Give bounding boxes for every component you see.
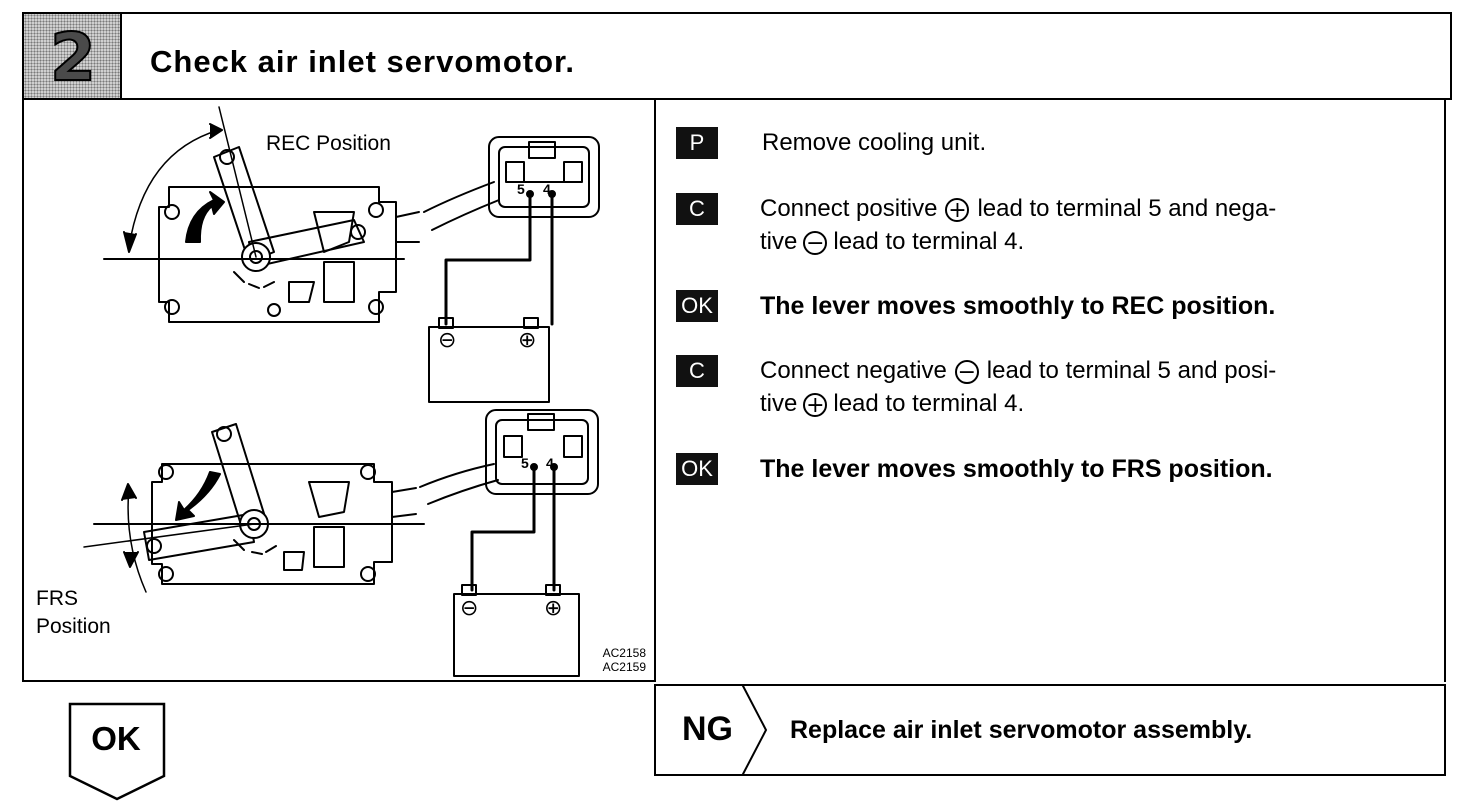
ng-chevron-divider xyxy=(741,684,768,776)
rec-battery-positive-icon: ⊕ xyxy=(518,328,537,353)
step-badge-ok1: OK xyxy=(676,290,718,322)
plus-symbol-icon: + xyxy=(803,392,828,417)
step-text-segment: Connect negative xyxy=(760,357,947,384)
frs-servomotor-drawing xyxy=(83,423,499,593)
title-box xyxy=(120,12,1452,100)
step-text-rec-result: The lever moves smoothly to REC position… xyxy=(760,292,1276,320)
step-text-connect-negative-line2: tive+lead to terminal 4. xyxy=(760,388,1024,420)
step-text-segment: lead to terminal 4. xyxy=(833,228,1025,255)
step-number: 2 xyxy=(49,18,97,97)
step-text-segment: Connect positive xyxy=(760,195,938,222)
servomotor-diagram xyxy=(83,106,600,677)
minus-symbol-icon: − xyxy=(954,359,979,384)
step-text-segment: lead to terminal 4. xyxy=(833,390,1025,417)
step-text-segment: tive xyxy=(760,228,798,255)
plus-symbol-icon: + xyxy=(945,197,970,222)
figure-code-2: AC2159 xyxy=(602,660,646,674)
step-badge-c2: C xyxy=(676,355,718,387)
step-badge-c1: C xyxy=(676,193,718,225)
frs-battery-negative-icon: ⊖ xyxy=(460,596,479,621)
rec-position-label: REC Position xyxy=(266,132,391,155)
step-badge-ok2: OK xyxy=(676,453,718,485)
frs-label-line1: FRS xyxy=(36,587,78,610)
step-text-segment: tive xyxy=(760,390,798,417)
frs-battery-drawing xyxy=(453,584,580,677)
rec-battery-negative-icon: ⊖ xyxy=(438,328,457,353)
ng-action-text: Replace air inlet servomotor assembly. xyxy=(790,716,1253,744)
step-text-connect-positive-line2: tive−lead to terminal 4. xyxy=(760,226,1024,258)
step-text-connect-negative-line1: Connect negative−lead to terminal 5 and … xyxy=(760,355,1276,387)
step-text-remove: Remove cooling unit. xyxy=(762,129,987,156)
frs-label-line2: Position xyxy=(36,615,111,638)
ng-box xyxy=(654,684,1446,776)
figure-code-1: AC2158 xyxy=(602,646,646,660)
step-text-connect-positive-line1: Connect positive + lead to terminal 5 and … xyxy=(760,193,1276,225)
page-title: Check air inlet servomotor. xyxy=(150,44,575,79)
rec-terminal-4: 4 xyxy=(543,181,551,197)
frs-terminal-4: 4 xyxy=(546,455,554,471)
rec-connector-drawing xyxy=(488,136,600,218)
frs-connector-drawing xyxy=(485,409,599,495)
ok-arrow-box xyxy=(68,702,166,801)
step-badge-p: P xyxy=(676,127,718,159)
ng-label: NG xyxy=(682,710,733,748)
procedure-panel xyxy=(654,100,1446,682)
ok-label: OK xyxy=(91,720,141,757)
step-text-segment: lead to terminal 5 and posi- xyxy=(986,357,1277,384)
step-text-frs-result: The lever moves smoothly to FRS position… xyxy=(760,455,1273,483)
step-text-segment: lead to terminal 5 and nega- xyxy=(977,195,1277,222)
frs-battery-positive-icon: ⊕ xyxy=(544,596,563,621)
rec-terminal-5: 5 xyxy=(517,181,525,197)
step-number-box: 2 xyxy=(22,12,120,100)
rec-servomotor-drawing xyxy=(103,106,500,323)
frs-terminal-5: 5 xyxy=(521,455,529,471)
rec-battery-drawing xyxy=(428,317,550,403)
minus-symbol-icon: − xyxy=(803,230,828,255)
